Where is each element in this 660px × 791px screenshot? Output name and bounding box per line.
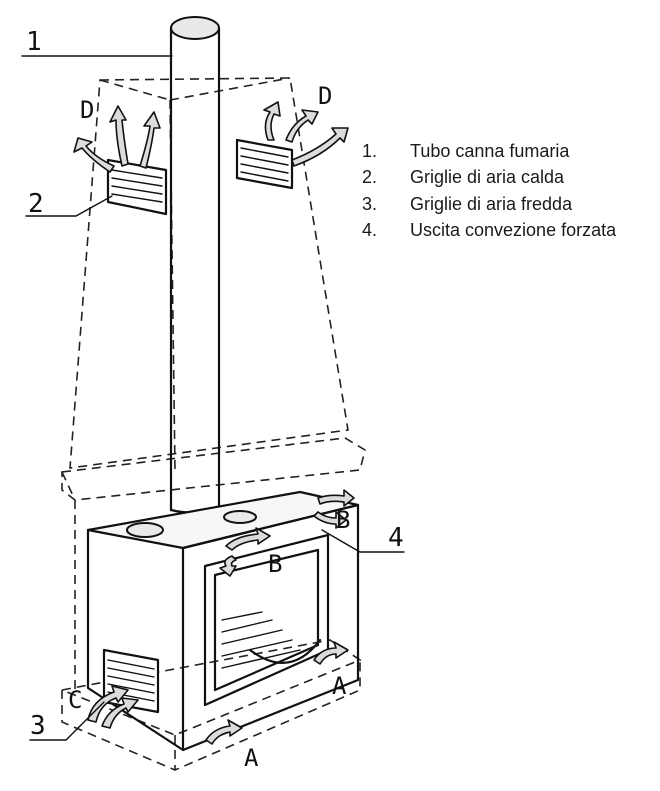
flow-label-d-right: D (318, 82, 332, 110)
callout-2: 2 (28, 189, 44, 219)
hot-air-grille-left (106, 158, 168, 216)
callout-3: 3 (30, 711, 46, 741)
flue-pipe (169, 16, 221, 514)
flow-arrows (73, 101, 355, 745)
legend-item: 3.Griglie di aria fredda (362, 193, 573, 214)
flow-label-d-left: D (80, 96, 94, 124)
flow-label-a-right: A (332, 672, 347, 700)
legend-item: 2.Griglie di aria calda (362, 167, 565, 188)
hood-outline (69, 77, 349, 471)
mantel-shelf (61, 437, 366, 501)
hot-air-grille-right (235, 138, 294, 190)
callout-leaders (21, 55, 405, 741)
callout-4: 4 (388, 523, 404, 553)
flow-label-b-right: B (336, 506, 350, 534)
flow-label-b-center: B (268, 550, 282, 578)
legend-item: 4.Uscita convezione forzata (362, 220, 617, 241)
firebox (86, 490, 360, 752)
flow-label-c: C (68, 686, 82, 714)
callout-1: 1 (26, 27, 42, 57)
legend-item: 1.Tubo canna fumaria (362, 140, 570, 161)
legend: 1.Tubo canna fumaria 2.Griglie di aria c… (362, 138, 616, 244)
flow-label-a-bottom: A (244, 744, 259, 772)
